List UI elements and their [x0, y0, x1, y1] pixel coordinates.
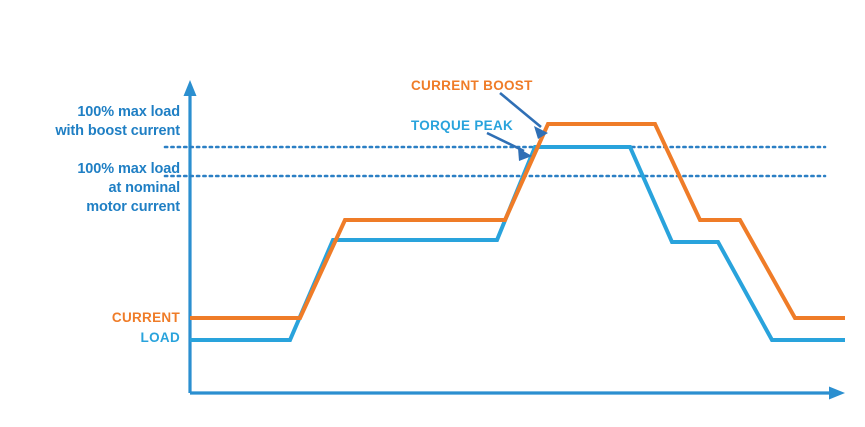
series-label-current: CURRENT	[111, 310, 180, 325]
y-axis-label-nominal: 100% max load at nominal motor current	[0, 160, 180, 217]
callout-current-boost: CURRENT BOOST	[411, 78, 533, 93]
y-axis-label-boost-line1: 100% max load	[77, 104, 180, 120]
series-label-load: LOAD	[140, 330, 180, 345]
callout-torque-peak: TORQUE PEAK	[411, 118, 514, 133]
y-axis-arrowhead	[183, 80, 197, 96]
y-axis-label-nominal-line1: 100% max load	[77, 161, 180, 177]
x-axis	[190, 386, 845, 400]
annotation-arrow-torque-peak	[486, 131, 532, 161]
y-axis-label-nominal-line3: motor current	[86, 199, 180, 215]
y-axis-label-boost-line2: with boost current	[55, 123, 180, 139]
annotation-arrow-current-boost	[499, 91, 548, 139]
x-axis-arrowhead	[829, 386, 845, 400]
series-line-current	[190, 122, 845, 320]
y-axis	[183, 80, 197, 393]
y-axis-label-boost: 100% max load with boost current	[0, 103, 180, 141]
y-axis-label-nominal-line2: at nominal	[108, 180, 180, 196]
